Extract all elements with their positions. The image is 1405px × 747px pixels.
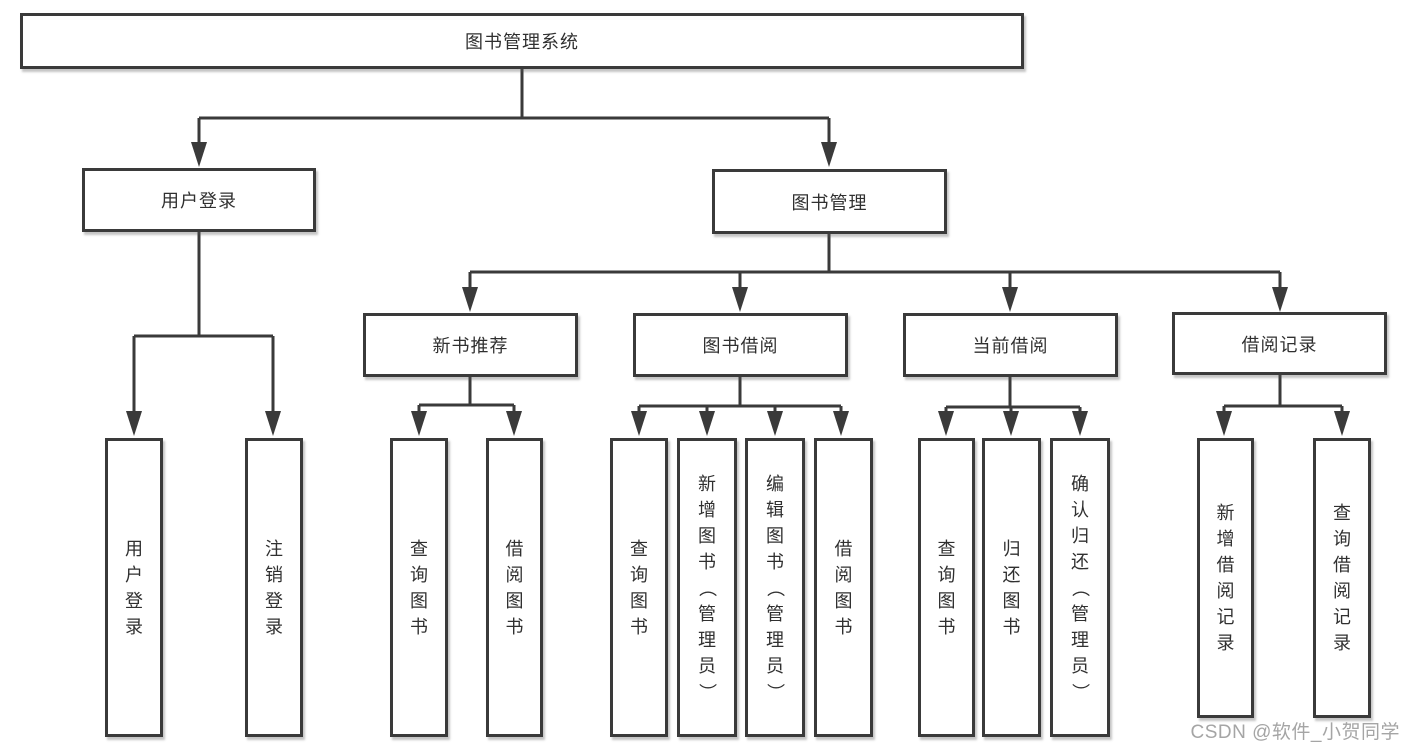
leaf-edit-books-admin: 编辑图书（管理员）: [745, 438, 805, 737]
connector-bookmgmt-to-level3: [468, 234, 1282, 293]
node-current-borrowing-label: 当前借阅: [972, 336, 1049, 356]
node-current-borrowing: 当前借阅: [903, 313, 1118, 377]
leaf-borrow-books-1-label: 借阅图书: [505, 538, 524, 637]
node-user-login-label: 用户登录: [161, 191, 237, 211]
arrowheads: [126, 142, 1350, 436]
connector-root-to-level2: [197, 69, 831, 148]
leaf-query-books-1: 查询图书: [390, 438, 448, 737]
node-root-library-system: 图书管理系统: [20, 13, 1024, 69]
csdn-watermark: CSDN @软件_小贺同学: [1190, 722, 1400, 743]
node-book-borrowing: 图书借阅: [633, 313, 848, 377]
leaf-add-borrow-record-label: 新增借阅记录: [1216, 503, 1235, 653]
node-book-borrowing-label: 图书借阅: [702, 336, 779, 356]
leaf-logout-action-label: 注销登录: [265, 538, 283, 637]
node-borrowing-records-label: 借阅记录: [1241, 334, 1318, 355]
connector-userlogin-to-leaves: [132, 232, 275, 418]
leaf-add-books-admin-label: 新增图书（管理员）: [697, 473, 717, 701]
leaf-borrow-books-1: 借阅图书: [486, 438, 543, 737]
leaf-query-books-3-label: 查询图书: [937, 538, 956, 637]
leaf-confirm-return-admin: 确认归还（管理员）: [1050, 438, 1110, 737]
leaf-add-books-admin: 新增图书（管理员）: [677, 438, 737, 737]
leaf-return-books-label: 归还图书: [1002, 538, 1021, 637]
leaf-query-books-1-label: 查询图书: [410, 538, 428, 637]
node-user-login: 用户登录: [82, 168, 316, 232]
node-book-management-label: 图书管理: [791, 192, 868, 213]
connector-newbook-to-leaves: [417, 377, 516, 418]
connector-records-to-leaves: [1222, 375, 1344, 418]
leaf-query-borrow-record: 查询借阅记录: [1313, 438, 1371, 718]
leaf-user-login-action: 用户登录: [105, 438, 163, 737]
leaf-query-books-2: 查询图书: [610, 438, 668, 737]
leaf-confirm-return-admin-label: 确认归还（管理员）: [1070, 473, 1090, 701]
node-new-book-recommend-label: 新书推荐: [432, 336, 509, 356]
leaf-query-books-3: 查询图书: [918, 438, 975, 737]
leaf-add-borrow-record: 新增借阅记录: [1197, 438, 1254, 718]
leaf-edit-books-admin-label: 编辑图书（管理员）: [765, 473, 785, 701]
leaf-borrow-books-2: 借阅图书: [814, 438, 873, 737]
leaf-query-borrow-record-label: 查询借阅记录: [1333, 503, 1351, 653]
node-new-book-recommend: 新书推荐: [363, 313, 578, 377]
leaf-query-books-2-label: 查询图书: [630, 538, 648, 637]
leaf-borrow-books-2-label: 借阅图书: [834, 538, 853, 637]
connector-bookborrow-to-leaves: [637, 377, 843, 418]
leaf-user-login-action-label: 用户登录: [125, 538, 143, 637]
leaf-return-books: 归还图书: [982, 438, 1041, 737]
node-book-management: 图书管理: [712, 169, 947, 234]
node-borrowing-records: 借阅记录: [1172, 312, 1387, 375]
leaf-logout-action: 注销登录: [245, 438, 303, 737]
node-root-label: 图书管理系统: [465, 32, 579, 52]
